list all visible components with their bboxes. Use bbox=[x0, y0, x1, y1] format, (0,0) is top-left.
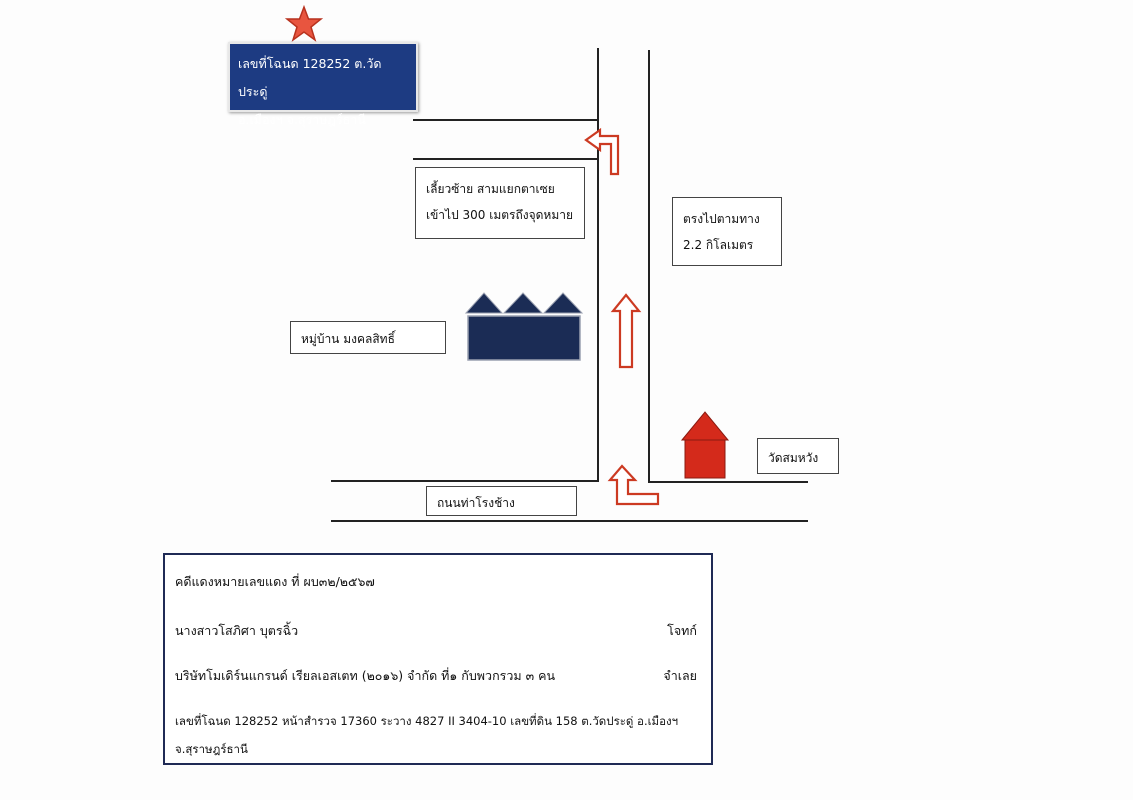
arrow-turn-up-icon bbox=[607, 464, 660, 506]
village-label: หมู่บ้าน มงคลสิทธิ์ bbox=[290, 321, 446, 354]
straight-line2: 2.2 กิโลเมตร bbox=[683, 238, 754, 252]
arrow-up-icon bbox=[610, 293, 642, 369]
road-main-right-edge bbox=[648, 50, 650, 482]
defendant-name: บริษัทโมเดิร์นแกรนด์ เรียลเอสเตท (๒๐๑๖) … bbox=[175, 668, 556, 683]
deed-line1: เลขที่โฉนด 128252 หน้าสำรวจ 17360 ระวาง … bbox=[175, 714, 679, 728]
deed-line2: จ.สุราษฎร์ธานี bbox=[175, 742, 248, 756]
turn-left-line1: เลี้ยวซ้าย สามแยกตาเซย bbox=[426, 182, 555, 196]
road-name: ถนนท่าโรงช้าง bbox=[437, 496, 515, 510]
road-cross-top-right bbox=[648, 481, 808, 483]
destination-line1: เลขที่โฉนด 128252 ต.วัดประดู่ bbox=[238, 56, 382, 99]
road-label: ถนนท่าโรงช้าง bbox=[426, 486, 577, 516]
village-houses-icon bbox=[464, 292, 584, 361]
turn-left-line2: เข้าไป 300 เมตรถึงจุดหมาย bbox=[426, 208, 574, 222]
plaintiff-role: โจทก์ bbox=[667, 623, 697, 638]
village-name: หมู่บ้าน มงคลสิทธิ์ bbox=[301, 332, 395, 346]
destination-line2: อ.เมืองฯ จ.สุราษฎร์ธานี bbox=[238, 112, 366, 127]
destination-label: เลขที่โฉนด 128252 ต.วัดประดู่ อ.เมืองฯ จ… bbox=[228, 42, 418, 127]
road-cross-bottom bbox=[331, 520, 808, 522]
road-main-left-edge bbox=[597, 48, 599, 480]
straight-line1: ตรงไปตามทาง bbox=[683, 212, 760, 226]
case-number: คดีแดงหมายเลขแดง ที่ ผบ๓๒/๒๕๖๗ bbox=[175, 574, 375, 589]
temple-name: วัดสมหวัง bbox=[768, 451, 819, 465]
temple-label: วัดสมหวัง bbox=[757, 438, 839, 474]
defendant-role: จำเลย bbox=[663, 668, 697, 683]
turn-left-instruction: เลี้ยวซ้าย สามแยกตาเซย เข้าไป 300 เมตรถึ… bbox=[415, 167, 585, 239]
plaintiff-row: นางสาวโสภิศา บุตรฉิ้ว โจทก์ bbox=[175, 621, 697, 641]
road-side-bottom-edge bbox=[413, 158, 598, 160]
straight-instruction: ตรงไปตามทาง 2.2 กิโลเมตร bbox=[672, 197, 782, 266]
case-info-box: คดีแดงหมายเลขแดง ที่ ผบ๓๒/๒๕๖๗ นางสาวโสภ… bbox=[163, 553, 713, 765]
temple-icon bbox=[680, 411, 730, 479]
road-cross-top-left bbox=[331, 480, 599, 482]
star-icon bbox=[284, 4, 324, 42]
arrow-turn-left-icon bbox=[584, 127, 620, 176]
defendant-row: บริษัทโมเดิร์นแกรนด์ เรียลเอสเตท (๒๐๑๖) … bbox=[175, 666, 697, 686]
road-side-top-edge bbox=[413, 119, 598, 121]
plaintiff-name: นางสาวโสภิศา บุตรฉิ้ว bbox=[175, 623, 299, 638]
